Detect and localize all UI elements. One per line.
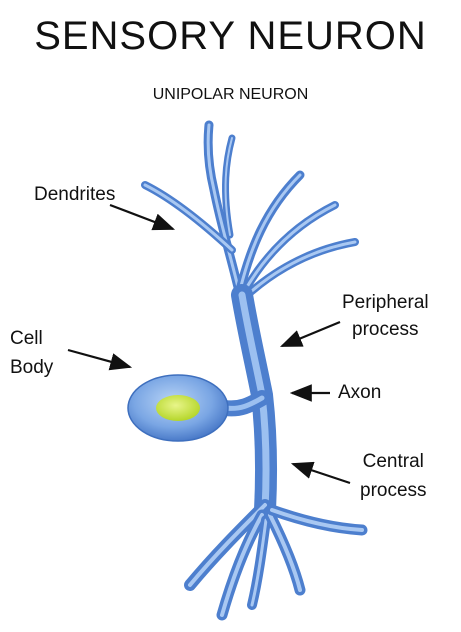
diagram-subtitle: UNIPOLAR NEURON <box>152 86 309 103</box>
arrows <box>67 203 351 485</box>
cell-body-label-line1: Cell <box>10 328 43 349</box>
central-process-label: Central process <box>360 450 427 503</box>
nucleus <box>156 395 200 421</box>
axon-label: Axon <box>338 382 382 403</box>
cell-body-label-line2: Body <box>10 357 54 378</box>
dendrites-arrow <box>109 203 176 231</box>
central-label-line1: Central <box>362 451 424 472</box>
peripheral-arrow <box>279 320 341 348</box>
dendrites-branches <box>141 120 359 305</box>
peripheral-process-label: Peripheral process <box>342 291 429 342</box>
cell-body-stalk <box>217 390 270 417</box>
peripheral-label-line1: Peripheral <box>342 292 429 313</box>
peripheral-label-line2: process <box>352 319 419 340</box>
dendrites-label: Dendrites <box>34 184 116 205</box>
central-label-line2: process <box>360 480 427 501</box>
central-arrow <box>290 461 351 485</box>
cell-body-arrow <box>67 348 133 371</box>
terminal-branches <box>184 499 368 621</box>
cell-body-label: Cell Body <box>10 327 53 380</box>
diagram-title: SENSORY NEURON <box>34 14 427 58</box>
